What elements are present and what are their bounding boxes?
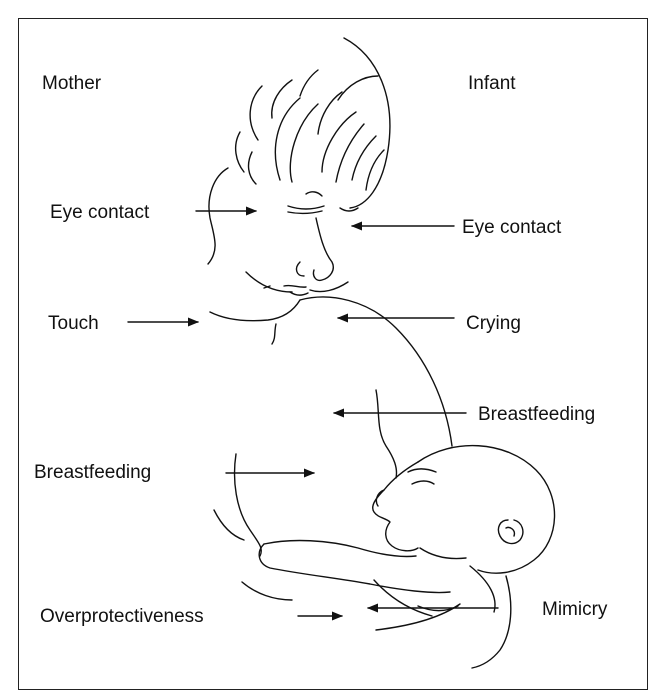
- label-infant-crying: Crying: [466, 314, 521, 333]
- mother-breast-curve: [214, 510, 244, 540]
- mother-cheek: [208, 168, 228, 264]
- label-mother-eye-contact: Eye contact: [50, 203, 149, 222]
- infant-head: [418, 446, 555, 574]
- label-infant-eye-contact: Eye contact: [462, 218, 561, 237]
- infant-cheek: [420, 548, 466, 559]
- header-mother: Mother: [42, 74, 101, 93]
- infant-body-curve: [374, 580, 432, 616]
- mother-breast-left: [235, 454, 262, 556]
- mother-shoulder: [300, 297, 452, 446]
- infant-eye: [412, 481, 434, 484]
- infant-arm-top: [264, 541, 416, 557]
- label-infant-breastfeeding: Breastfeeding: [478, 405, 595, 424]
- infant-face: [373, 462, 418, 551]
- mother-chin-line: [272, 324, 276, 344]
- label-mother-breastfeeding: Breastfeeding: [34, 463, 151, 482]
- label-infant-mimicry: Mimicry: [542, 600, 607, 619]
- mother-belly: [242, 582, 292, 600]
- infant-ear: [498, 520, 522, 543]
- mother-face: [246, 192, 358, 295]
- label-mother-overprotectiveness: Overprotectiveness: [40, 607, 204, 626]
- infant-brow: [408, 469, 436, 472]
- infant-ear-inner: [506, 527, 514, 536]
- mother-hair: [236, 70, 384, 190]
- mother-neck: [210, 300, 300, 321]
- header-infant: Infant: [468, 74, 516, 93]
- infant-arm: [259, 544, 450, 593]
- mother-breast-upper: [376, 390, 397, 478]
- label-mother-touch: Touch: [48, 314, 99, 333]
